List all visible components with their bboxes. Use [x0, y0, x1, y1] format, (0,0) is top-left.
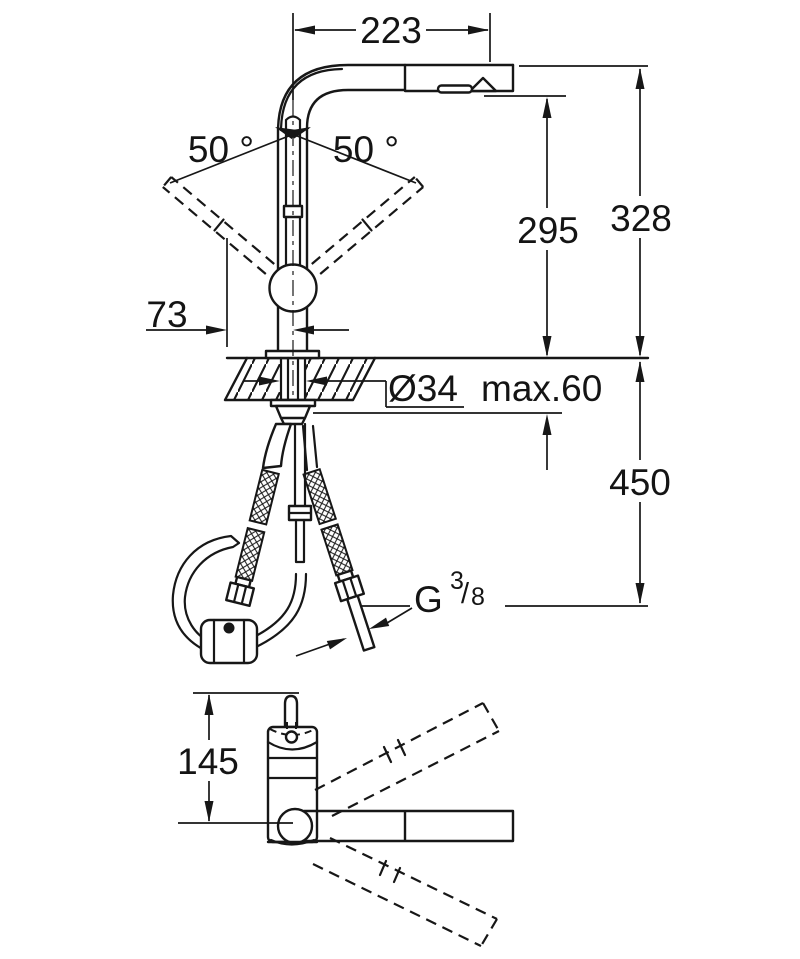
label-height-below: 450 [609, 462, 671, 503]
lever-knob-top [283, 694, 299, 729]
spout-bar-top-view [302, 809, 515, 843]
swivel-joint [276, 807, 314, 845]
pullout-hose-loop [171, 534, 241, 657]
main-view: 223 50 ° 50 ° 73 295 328 [146, 10, 672, 665]
handle-swing-left [161, 176, 275, 275]
dim-450: 450 [505, 361, 671, 607]
label-thread-numerator: 3 [450, 567, 464, 595]
hose-connector [301, 424, 319, 472]
threaded-shank [279, 356, 307, 402]
hose-weight [199, 618, 259, 665]
swivel-range-lower [312, 837, 498, 947]
label-thread-denominator: 8 [471, 583, 485, 611]
thread-end-tube [345, 594, 376, 652]
label-handle-offset: 73 [146, 294, 187, 335]
weight-screw [223, 622, 235, 634]
handle-swing-right [311, 176, 425, 275]
label-angle-left: 50 ° [188, 129, 254, 170]
dim-295: 295 [484, 95, 579, 357]
spout-inner-edge [305, 88, 407, 353]
label-angle-right: 50 ° [333, 129, 399, 170]
hose-guide [261, 422, 293, 470]
spray-nozzle [468, 76, 498, 93]
spout-outer-edge [276, 63, 515, 353]
lever-pivot [284, 730, 299, 744]
handle-rod [284, 115, 302, 268]
dim-73: 73 [146, 238, 349, 347]
dim-50-right: 50 ° [275, 127, 417, 184]
label-thread-slash: / [461, 578, 470, 610]
dim-145: 145 [177, 692, 299, 824]
mounting-plate [269, 398, 317, 408]
dim-o34-max60: Ø34 max.60 [243, 368, 602, 470]
label-thread-letter: G [414, 579, 443, 620]
label-base-height: 145 [177, 741, 239, 782]
label-spout-reach: 223 [360, 10, 422, 51]
mounting-nut [274, 404, 312, 426]
swivel-range-upper [314, 702, 500, 817]
dim-g38: G 3 / 8 [295, 567, 485, 657]
label-height-to-spout: 295 [517, 210, 579, 251]
pullout-hose-curve [250, 572, 308, 650]
body-seams [266, 740, 319, 846]
dim-328: 328 [519, 65, 672, 357]
handle-swing-ticks [213, 218, 373, 232]
label-height-total: 328 [610, 198, 672, 239]
hoses [171, 422, 376, 665]
spray-head-button [436, 84, 474, 94]
top-view: 145 [177, 692, 515, 947]
dim-223: 223 [292, 10, 491, 100]
label-hole-diameter: Ø34 [388, 368, 458, 409]
supply-hose-right [302, 468, 376, 652]
supply-hose-left [225, 468, 280, 608]
spout-mid-arc [279, 67, 344, 132]
pullout-pipe-lower [294, 518, 306, 564]
shank-and-mount [261, 356, 317, 470]
label-max-thickness: max.60 [481, 368, 602, 409]
